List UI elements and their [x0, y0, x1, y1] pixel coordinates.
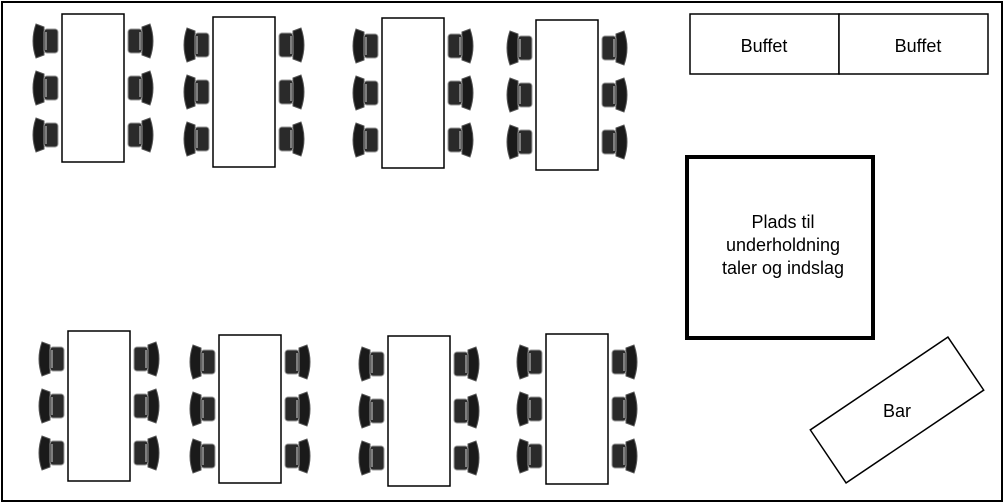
chair — [352, 28, 379, 64]
chair — [516, 438, 543, 474]
chair — [189, 438, 216, 474]
dining-table-group-3 — [352, 17, 474, 169]
chair — [183, 121, 210, 157]
chair — [516, 391, 543, 427]
chair — [133, 388, 160, 424]
chair — [601, 77, 628, 113]
chair — [453, 440, 480, 476]
chair — [611, 391, 638, 427]
buffet-table-2 — [838, 13, 989, 75]
chair — [183, 27, 210, 63]
chair — [127, 117, 154, 153]
chair — [38, 435, 65, 471]
chair — [601, 124, 628, 160]
chair — [447, 28, 474, 64]
chair — [358, 440, 385, 476]
dining-tables — [32, 13, 638, 487]
stage-label-line-3: taler og indslag — [722, 258, 844, 278]
chair — [447, 75, 474, 111]
dining-table-1 — [61, 13, 125, 163]
stage-label-line-2: underholdning — [726, 235, 840, 255]
dining-table-group-1 — [32, 13, 154, 163]
chair — [278, 74, 305, 110]
bar-label: Bar — [883, 401, 911, 421]
chair — [127, 70, 154, 106]
chair — [506, 30, 533, 66]
dining-table-8 — [545, 333, 609, 485]
dining-table-group-8 — [516, 333, 638, 485]
dining-table-5 — [67, 330, 131, 482]
chair — [32, 70, 59, 106]
dining-table-group-4 — [506, 19, 628, 171]
chair — [278, 121, 305, 157]
buffet-table-1 — [689, 13, 840, 75]
dining-table-group-6 — [189, 334, 311, 484]
buffet-area: Buffet Buffet — [689, 13, 989, 75]
chair — [284, 438, 311, 474]
chair — [611, 438, 638, 474]
chair — [127, 23, 154, 59]
chair — [189, 391, 216, 427]
buffet-label-2: Buffet — [895, 36, 942, 56]
chair — [358, 346, 385, 382]
dining-table-4 — [535, 19, 599, 171]
chair — [506, 77, 533, 113]
chair — [611, 344, 638, 380]
chair — [133, 435, 160, 471]
chair — [284, 344, 311, 380]
chair — [278, 27, 305, 63]
chair — [601, 30, 628, 66]
chair — [32, 23, 59, 59]
entertainment-stage — [685, 155, 875, 340]
chair — [183, 74, 210, 110]
dining-table-group-7 — [358, 335, 480, 487]
dining-table-group-5 — [38, 330, 160, 482]
bar-counter — [809, 336, 985, 484]
chair — [38, 388, 65, 424]
chair — [506, 124, 533, 160]
dining-table-6 — [218, 334, 282, 484]
bar: Bar — [809, 336, 985, 484]
chair — [38, 341, 65, 377]
buffet-label-1: Buffet — [741, 36, 788, 56]
chair — [516, 344, 543, 380]
dining-table-group-2 — [183, 16, 305, 168]
chair — [453, 346, 480, 382]
stage-label-line-1: Plads til — [751, 212, 814, 232]
chair — [352, 75, 379, 111]
entertainment-area: Plads til underholdning taler og indslag — [685, 155, 875, 340]
chair — [189, 344, 216, 380]
dining-table-3 — [381, 17, 445, 169]
dining-table-7 — [387, 335, 451, 487]
chair — [447, 122, 474, 158]
chair — [284, 391, 311, 427]
chair — [453, 393, 480, 429]
chair — [358, 393, 385, 429]
chair — [32, 117, 59, 153]
dining-table-2 — [212, 16, 276, 168]
chair — [352, 122, 379, 158]
chair — [133, 341, 160, 377]
